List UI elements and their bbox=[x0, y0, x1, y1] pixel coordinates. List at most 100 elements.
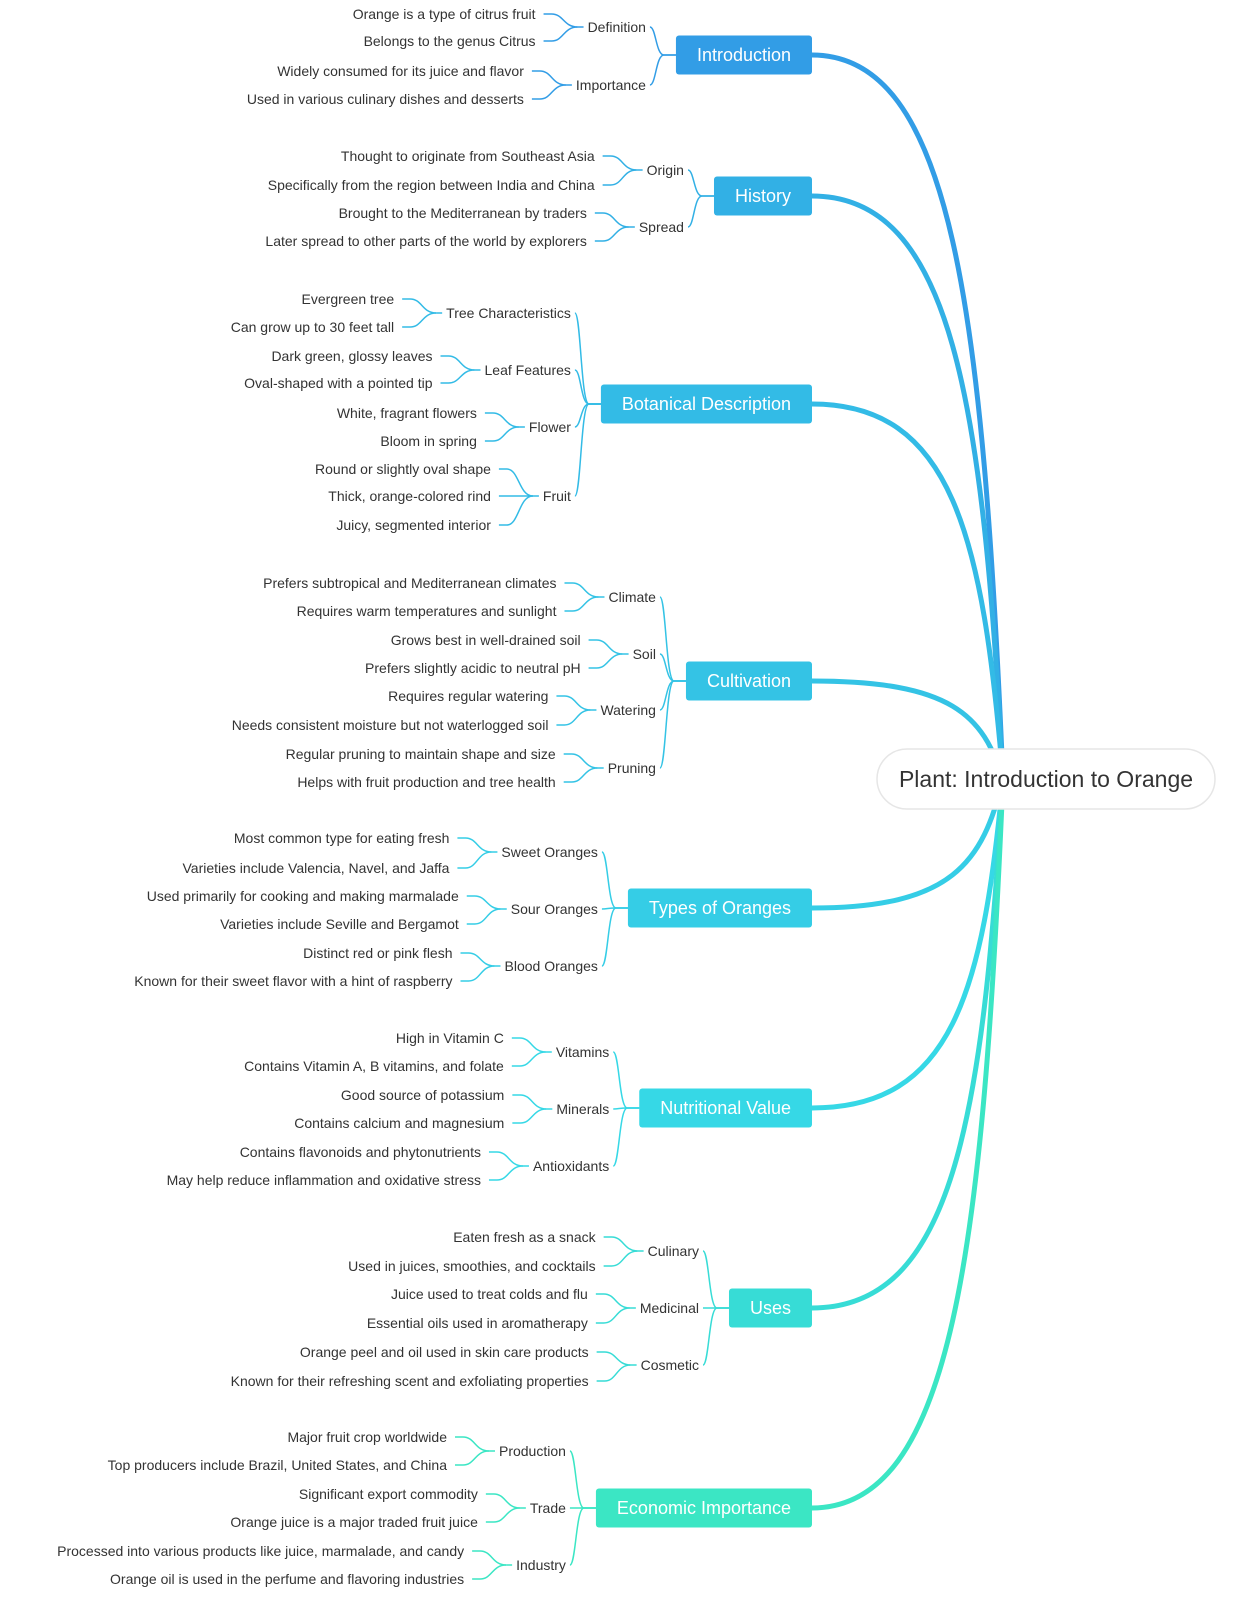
leaf-node[interactable]: Orange oil is used in the perfume and fl… bbox=[110, 1571, 464, 1587]
leaf-node[interactable]: Round or slightly oval shape bbox=[315, 461, 491, 477]
leaf-node[interactable]: Belongs to the genus Citrus bbox=[364, 33, 536, 49]
leaf-node[interactable]: Evergreen tree bbox=[302, 291, 395, 307]
sub-node-spread[interactable]: Spread bbox=[639, 219, 684, 235]
leaf-connector bbox=[511, 1051, 546, 1067]
sub-node-cosmetic[interactable]: Cosmetic bbox=[641, 1357, 699, 1373]
trunk-line-botanical-description bbox=[811, 401, 1006, 780]
leaf-node[interactable]: Contains Vitamin A, B vitamins, and fola… bbox=[244, 1058, 504, 1074]
leaf-node[interactable]: Good source of potassium bbox=[341, 1087, 504, 1103]
root-box bbox=[876, 748, 1216, 810]
leaf-node[interactable]: Used primarily for cooking and making ma… bbox=[147, 888, 459, 904]
leaf-node[interactable]: Orange peel and oil used in skin care pr… bbox=[300, 1344, 589, 1360]
leaf-node[interactable]: Juicy, segmented interior bbox=[336, 517, 491, 533]
leaf-node[interactable]: Specifically from the region between Ind… bbox=[268, 177, 595, 193]
sub-connector bbox=[702, 1307, 729, 1366]
leaf-node[interactable]: Oval-shaped with a pointed tip bbox=[244, 375, 433, 391]
leaf-node[interactable]: Contains flavonoids and phytonutrients bbox=[240, 1144, 481, 1160]
leaf-node[interactable]: Requires warm temperatures and sunlight bbox=[297, 603, 557, 619]
leaf-node[interactable]: High in Vitamin C bbox=[396, 1030, 504, 1046]
sub-node-watering[interactable]: Watering bbox=[600, 702, 656, 718]
sub-connector bbox=[649, 26, 676, 56]
sub-node-flower[interactable]: Flower bbox=[529, 419, 571, 435]
sub-node-leaf-features[interactable]: Leaf Features bbox=[485, 362, 571, 378]
leaf-node[interactable]: Later spread to other parts of the world… bbox=[265, 233, 586, 249]
leaf-node[interactable]: Eaten fresh as a snack bbox=[453, 1229, 596, 1245]
sub-node-culinary[interactable]: Culinary bbox=[648, 1243, 699, 1259]
leaf-node[interactable]: Used in juices, smoothies, and cocktails bbox=[348, 1258, 595, 1274]
branch-node-history[interactable]: History bbox=[713, 176, 812, 216]
leaf-node[interactable]: Orange juice is a major traded fruit jui… bbox=[230, 1514, 478, 1530]
leaf-node[interactable]: Requires regular watering bbox=[388, 688, 548, 704]
leaf-node[interactable]: Can grow up to 30 feet tall bbox=[231, 319, 394, 335]
leaf-node[interactable]: Most common type for eating fresh bbox=[234, 830, 450, 846]
leaf-node[interactable]: Brought to the Mediterranean by traders bbox=[339, 205, 587, 221]
leaf-node[interactable]: Regular pruning to maintain shape and si… bbox=[286, 746, 556, 762]
leaf-node[interactable]: Used in various culinary dishes and dess… bbox=[247, 91, 524, 107]
sub-node-sour-oranges[interactable]: Sour Oranges bbox=[511, 901, 598, 917]
branch-node-uses[interactable]: Uses bbox=[728, 1288, 812, 1328]
leaf-node[interactable]: Distinct red or pink flesh bbox=[303, 945, 452, 961]
leaf-node[interactable]: Essential oils used in aromatherapy bbox=[367, 1315, 588, 1331]
sub-node-pruning[interactable]: Pruning bbox=[608, 760, 656, 776]
sub-node-importance[interactable]: Importance bbox=[576, 77, 646, 93]
sub-node-trade[interactable]: Trade bbox=[530, 1500, 566, 1516]
sub-node-definition[interactable]: Definition bbox=[588, 19, 646, 35]
leaf-connector bbox=[556, 695, 591, 711]
leaf-node[interactable]: Prefers subtropical and Mediterranean cl… bbox=[263, 575, 556, 591]
branch-box bbox=[728, 1288, 812, 1328]
branch-node-introduction[interactable]: Introduction bbox=[675, 35, 812, 75]
branch-node-nutritional-value[interactable]: Nutritional Value bbox=[639, 1088, 812, 1128]
leaf-connector bbox=[460, 965, 495, 982]
sub-connector bbox=[569, 1450, 596, 1509]
sub-node-industry[interactable]: Industry bbox=[516, 1557, 566, 1573]
sub-node-medicinal[interactable]: Medicinal bbox=[640, 1300, 699, 1316]
sub-node-fruit[interactable]: Fruit bbox=[543, 488, 571, 504]
branch-node-types-of-oranges[interactable]: Types of Oranges bbox=[627, 888, 812, 928]
root-node[interactable]: Plant: Introduction to Orange bbox=[876, 748, 1216, 810]
leaf-connector bbox=[563, 767, 598, 783]
leaf-node[interactable]: Known for their refreshing scent and exf… bbox=[231, 1373, 589, 1389]
leaf-node[interactable]: Varieties include Seville and Bergamot bbox=[220, 916, 459, 932]
leaf-node[interactable]: Contains calcium and magnesium bbox=[294, 1115, 504, 1131]
leaf-node[interactable]: Orange is a type of citrus fruit bbox=[353, 6, 536, 22]
sub-node-sweet-oranges[interactable]: Sweet Oranges bbox=[501, 844, 598, 860]
sub-node-climate[interactable]: Climate bbox=[608, 589, 656, 605]
leaf-node[interactable]: Known for their sweet flavor with a hint… bbox=[134, 973, 452, 989]
sub-node-tree-characteristics[interactable]: Tree Characteristics bbox=[446, 305, 571, 321]
leaf-node[interactable]: Varieties include Valencia, Navel, and J… bbox=[182, 860, 449, 876]
leaf-node[interactable]: Thick, orange-colored rind bbox=[328, 488, 491, 504]
leaf-node[interactable]: Widely consumed for its juice and flavor bbox=[277, 63, 524, 79]
leaf-connector bbox=[454, 1450, 490, 1466]
sub-node-production[interactable]: Production bbox=[499, 1443, 566, 1459]
leaf-node[interactable]: Juice used to treat colds and flu bbox=[391, 1286, 588, 1302]
leaf-node[interactable]: Needs consistent moisture but not waterl… bbox=[232, 717, 549, 733]
branch-box bbox=[685, 661, 812, 701]
leaf-node[interactable]: Grows best in well-drained soil bbox=[391, 632, 581, 648]
leaf-node[interactable]: White, fragrant flowers bbox=[337, 405, 477, 421]
leaf-connector bbox=[498, 495, 534, 526]
branch-node-botanical-description[interactable]: Botanical Description bbox=[600, 384, 812, 424]
leaf-node[interactable]: Helps with fruit production and tree hea… bbox=[297, 774, 555, 790]
leaf-node[interactable]: Major fruit crop worldwide bbox=[287, 1429, 447, 1445]
leaf-node[interactable]: Dark green, glossy leaves bbox=[271, 348, 432, 364]
branch-node-cultivation[interactable]: Cultivation bbox=[685, 661, 812, 701]
leaf-node[interactable]: Prefers slightly acidic to neutral pH bbox=[365, 660, 581, 676]
sub-node-blood-oranges[interactable]: Blood Oranges bbox=[505, 958, 598, 974]
sub-node-vitamins[interactable]: Vitamins bbox=[556, 1044, 609, 1060]
connector-lines bbox=[402, 13, 1006, 1580]
leaf-node[interactable]: Bloom in spring bbox=[380, 433, 477, 449]
leaf-node[interactable]: Top producers include Brazil, United Sta… bbox=[108, 1457, 448, 1473]
leaf-node[interactable]: May help reduce inflammation and oxidati… bbox=[167, 1172, 481, 1188]
leaf-node[interactable]: Significant export commodity bbox=[299, 1486, 478, 1502]
sub-node-antioxidants[interactable]: Antioxidants bbox=[533, 1158, 609, 1174]
leaf-node[interactable]: Thought to originate from Southeast Asia bbox=[341, 148, 595, 164]
sub-node-soil[interactable]: Soil bbox=[633, 646, 656, 662]
sub-node-origin[interactable]: Origin bbox=[647, 162, 684, 178]
sub-connector bbox=[659, 653, 686, 682]
leaf-connector bbox=[603, 1250, 638, 1267]
leaf-connector bbox=[596, 1364, 631, 1382]
leaf-node[interactable]: Processed into various products like jui… bbox=[57, 1543, 464, 1559]
branch-node-economic-importance[interactable]: Economic Importance bbox=[595, 1488, 812, 1528]
sub-node-minerals[interactable]: Minerals bbox=[556, 1101, 609, 1117]
